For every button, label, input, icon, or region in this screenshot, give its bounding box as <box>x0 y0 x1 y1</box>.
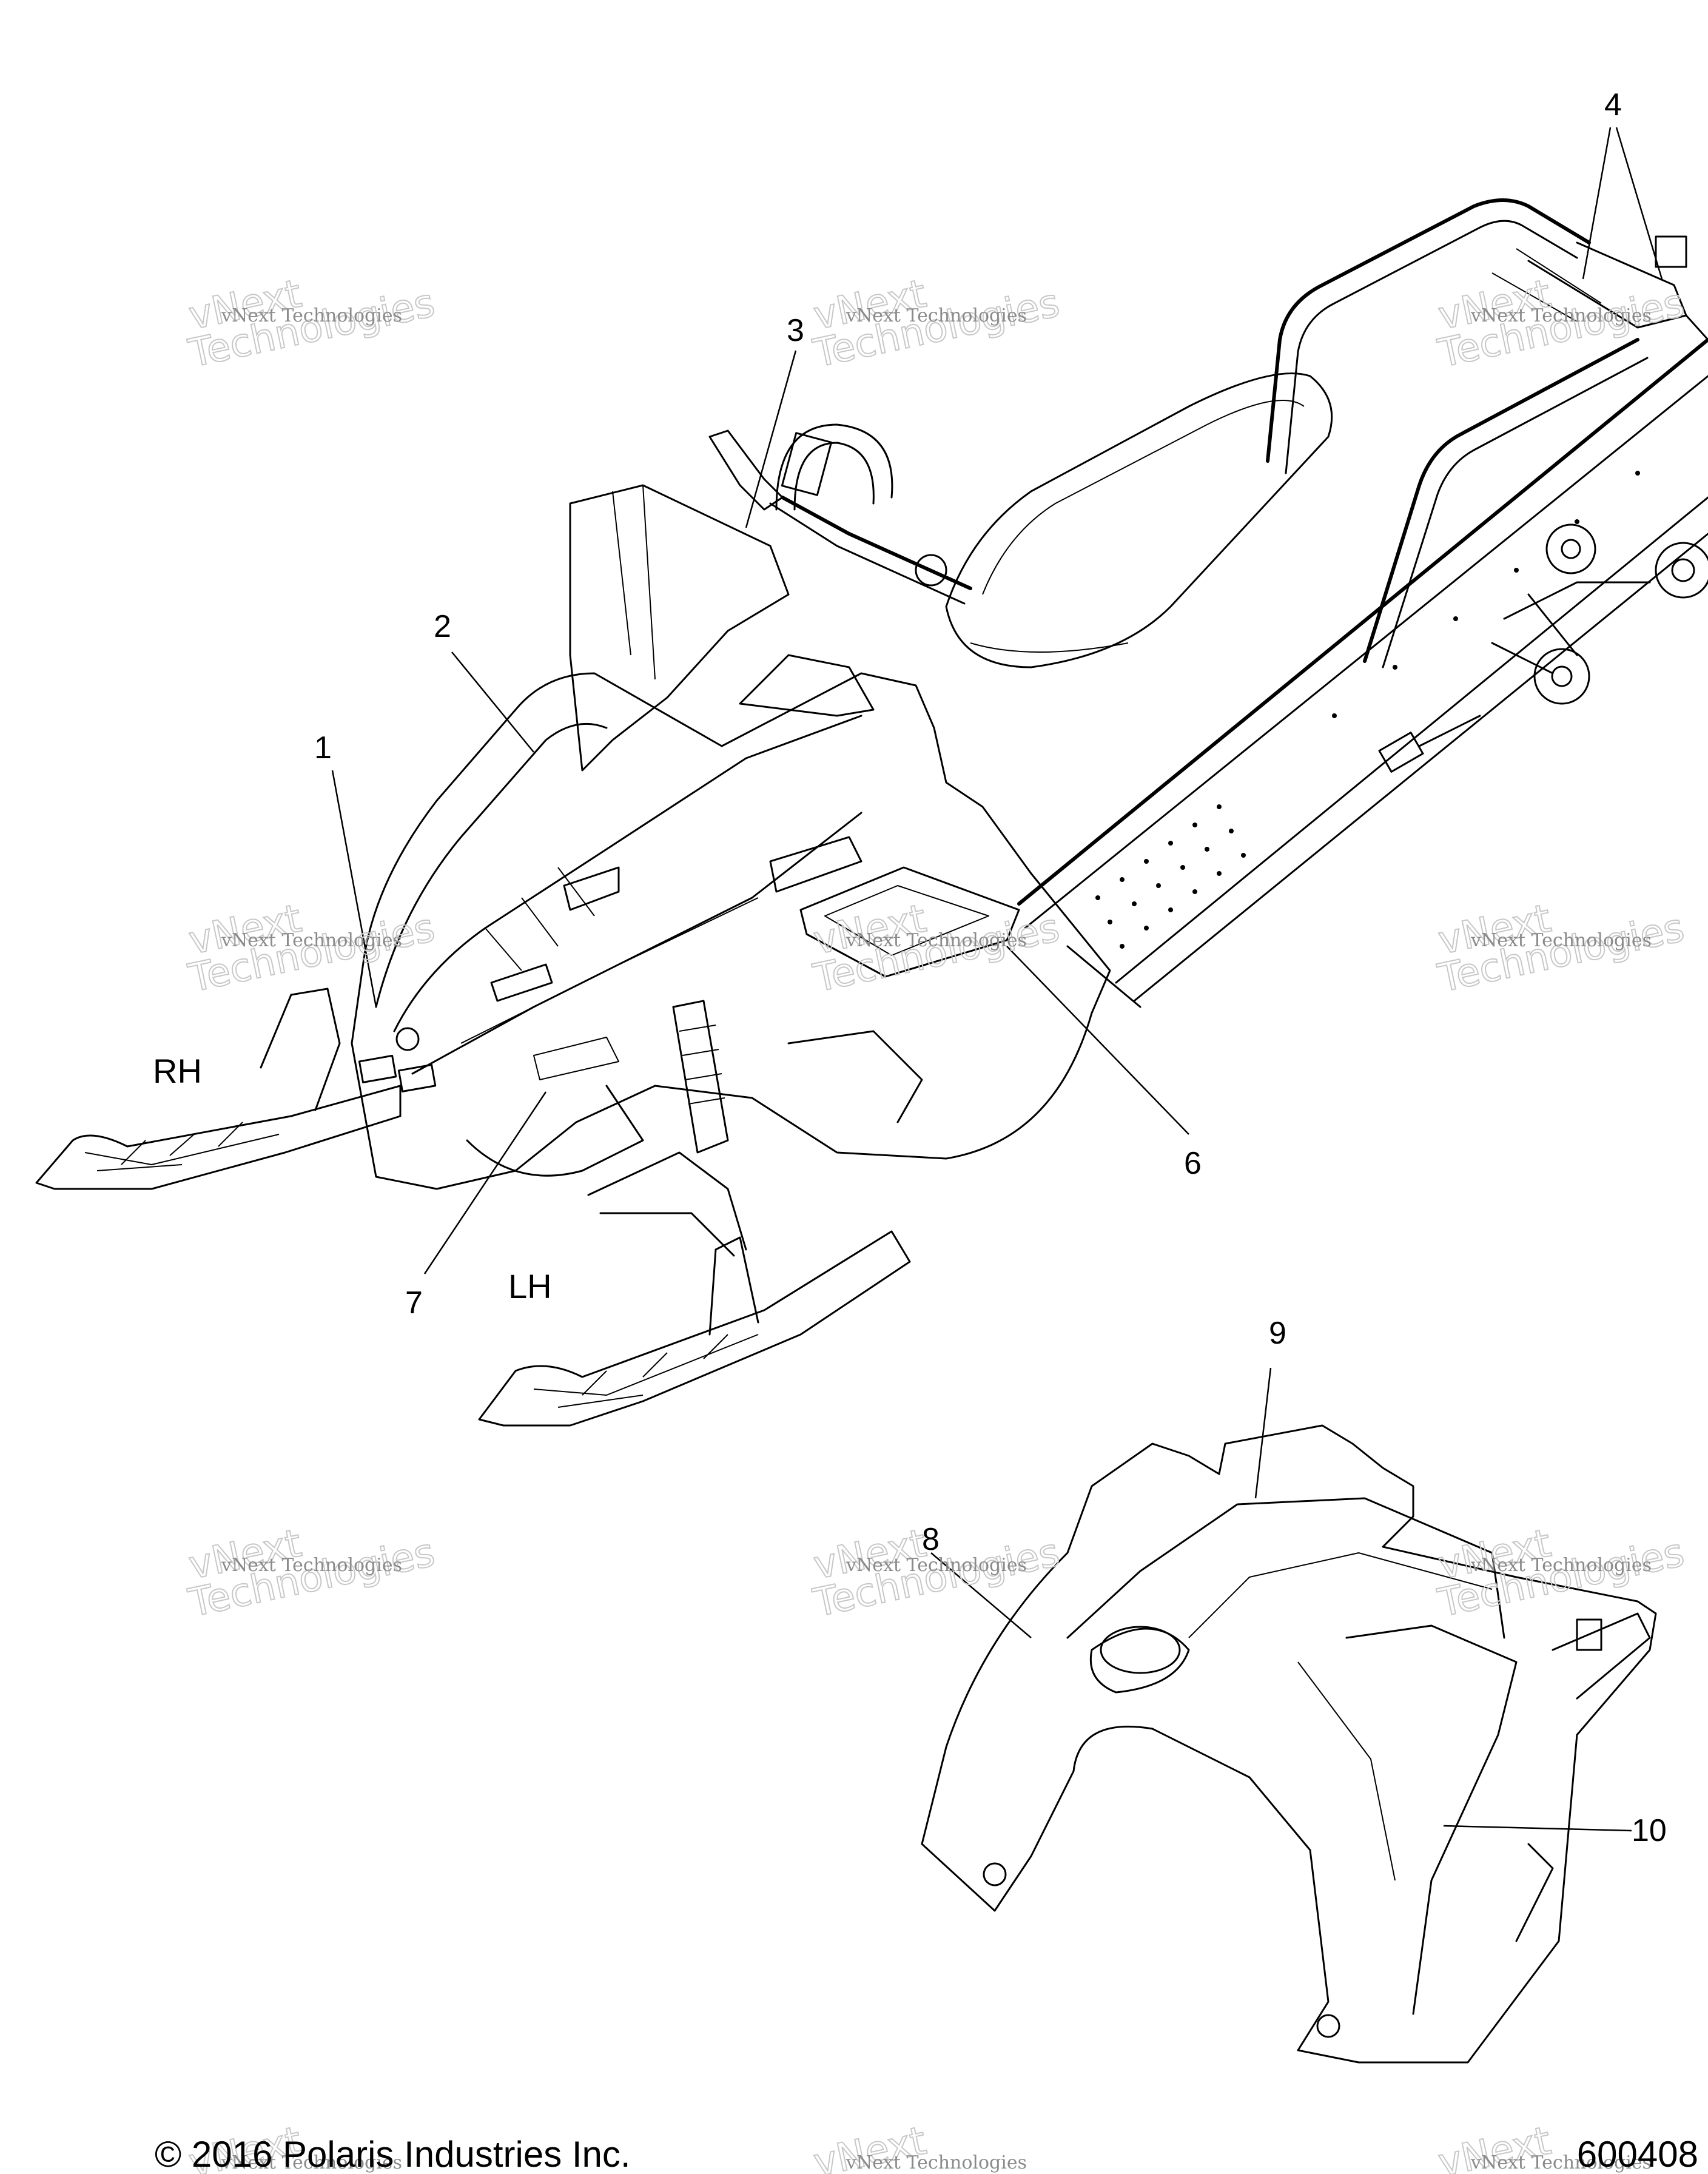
callout-6: 6 <box>1184 1146 1202 1181</box>
svg-text:vNext Technologies: vNext Technologies <box>221 305 402 326</box>
rh-ski <box>35 988 402 1190</box>
tunnel-chassis <box>1017 314 1708 1008</box>
rh-side-label: RH <box>153 1052 202 1090</box>
rear-suspension <box>1378 523 1708 773</box>
watermark: vNext Technologies vNext Technologies <box>184 895 440 1001</box>
watermark: vNext Technologies vNext Technologies <box>1434 895 1689 1001</box>
callout-9: 9 <box>1269 1316 1286 1351</box>
watermark: vNext Technologies vNext Technologies <box>1434 271 1689 377</box>
callout-8: 8 <box>922 1522 940 1557</box>
callout-10: 10 <box>1632 1813 1667 1848</box>
callout-3: 3 <box>787 313 804 348</box>
watermark: vNext Technologies vNext Technologies <box>184 271 440 377</box>
front-suspension <box>587 1000 747 1257</box>
watermark: vNext vNext Technologies <box>809 2118 1027 2174</box>
watermark: vNext Technologies vNext Technologies <box>1434 1520 1689 1626</box>
leader-lines <box>331 127 1663 1832</box>
svg-text:vNext Technologies: vNext Technologies <box>1470 1555 1652 1576</box>
handlebar-assembly <box>708 423 972 605</box>
svg-text:vNext Technologies: vNext Technologies <box>1470 2152 1652 2173</box>
lh-side-label: LH <box>508 1267 552 1305</box>
watermark: vNext Technologies vNext Technologies <box>184 1520 440 1626</box>
svg-text:vNext Technologies: vNext Technologies <box>221 2152 402 2173</box>
side-panel-assembly <box>921 1424 1657 2064</box>
watermark: vNext Technologies vNext Technologies <box>809 895 1064 1001</box>
callout-1: 1 <box>314 730 332 766</box>
svg-text:vNext Technologies: vNext Technologies <box>846 2152 1027 2173</box>
callout-7: 7 <box>405 1285 423 1321</box>
lh-ski <box>478 1230 911 1427</box>
svg-text:vNext Technologies: vNext Technologies <box>1470 305 1652 326</box>
copyright-text: © 2016 Polaris Industries Inc. <box>155 2134 631 2174</box>
snowmobile-illustration <box>35 198 1708 1427</box>
front-hood <box>351 672 1111 1190</box>
watermark: vNext vNext Technologies <box>1434 2118 1652 2174</box>
svg-text:vNext Technologies: vNext Technologies <box>846 305 1027 326</box>
watermark: vNext Technologies vNext Technologies <box>809 271 1064 377</box>
svg-text:vNext Technologies: vNext Technologies <box>221 930 402 951</box>
svg-text:vNext Technologies: vNext Technologies <box>846 1555 1027 1576</box>
callout-labels: 1 2 3 4 6 7 8 9 10 RH LH <box>153 87 1667 1848</box>
seat <box>945 372 1333 668</box>
svg-text:vNext Technologies: vNext Technologies <box>221 1555 402 1576</box>
svg-text:vNext Technologies: vNext Technologies <box>1470 930 1652 951</box>
windshield <box>569 484 875 772</box>
callout-4: 4 <box>1604 87 1622 123</box>
figure-number: 600408 <box>1577 2134 1698 2174</box>
rear-rack <box>1266 198 1687 668</box>
callout-2: 2 <box>434 609 451 644</box>
svg-text:vNext Technologies: vNext Technologies <box>846 930 1027 951</box>
